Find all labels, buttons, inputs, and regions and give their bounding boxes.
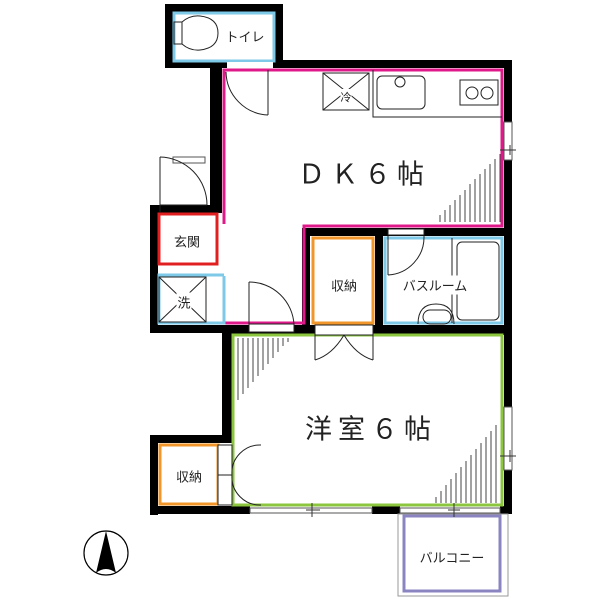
bathroom-outline [383,236,504,325]
room-label-laundry: 洗 [176,292,192,312]
room-label-storage2: 収納 [175,470,203,486]
storage1-outline [311,236,375,325]
room-label-storage1: 収納 [330,279,358,295]
fridge-label: 冷 [340,89,352,105]
room-label-toilet: トイレ [225,30,265,46]
room-label-balcony: バルコニー [419,551,485,567]
room-label-entrance: 玄関 [173,235,201,251]
north-compass-icon [83,530,129,576]
room-label-western: 洋室６帖 [305,414,437,446]
balcony-outline [402,514,502,593]
room-label-bathroom: バスルーム [402,275,468,295]
dk-outline [222,68,504,325]
entrance-outline [157,212,219,266]
room-label-dk: ＤＫ６帖 [298,159,430,191]
hatching [237,154,501,503]
fridge [322,72,370,111]
laundry-outline [157,273,226,325]
